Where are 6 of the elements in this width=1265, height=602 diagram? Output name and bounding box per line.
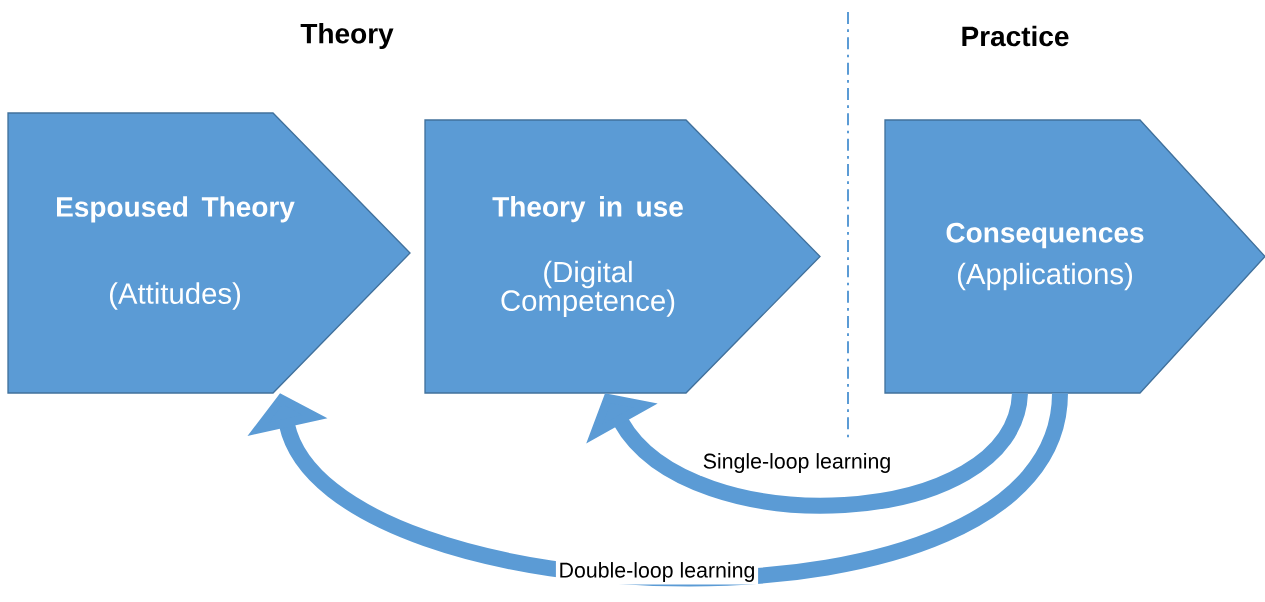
edge-label: Double-loop learning (555, 559, 759, 585)
section-heading: Theory (300, 22, 394, 50)
curved-arrow (586, 391, 1028, 513)
section-heading: Practice (962, 25, 1069, 47)
edge-label: Single-loop learning (700, 450, 894, 476)
curved-arrow (247, 391, 1068, 587)
